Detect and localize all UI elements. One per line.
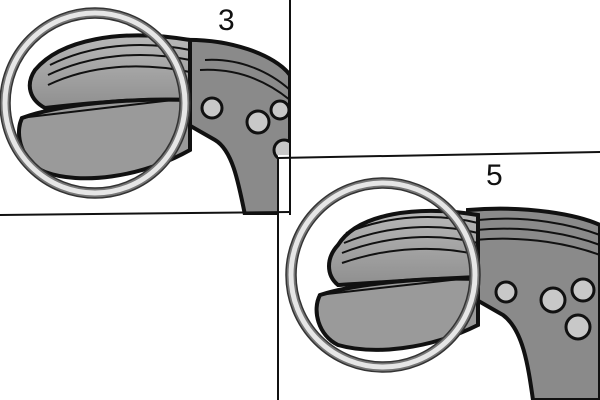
step-number-label: 3: [218, 4, 235, 37]
pliers-drawing-3: [0, 7, 290, 215]
pliers-body: [466, 206, 600, 400]
pliers-drawing-5: [285, 177, 600, 400]
step-number-label: 5: [486, 159, 503, 192]
pivot-rivet: [494, 280, 518, 304]
pivot-rivet: [200, 96, 224, 120]
step-panel-3: 3: [0, 0, 290, 215]
step-panel-5: 5: [278, 155, 600, 400]
pliers-body: [178, 37, 290, 215]
